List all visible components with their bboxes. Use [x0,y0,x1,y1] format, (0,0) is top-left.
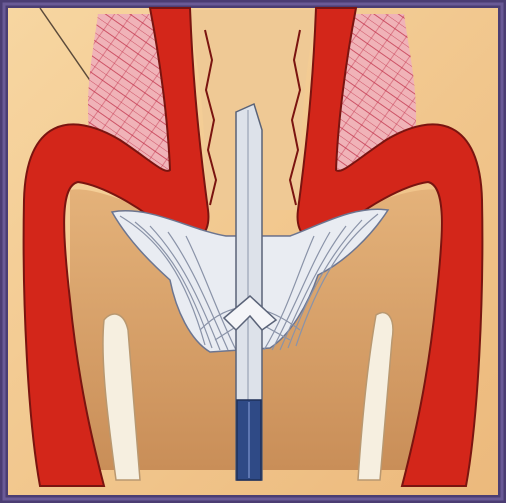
central-instrument [236,104,262,480]
